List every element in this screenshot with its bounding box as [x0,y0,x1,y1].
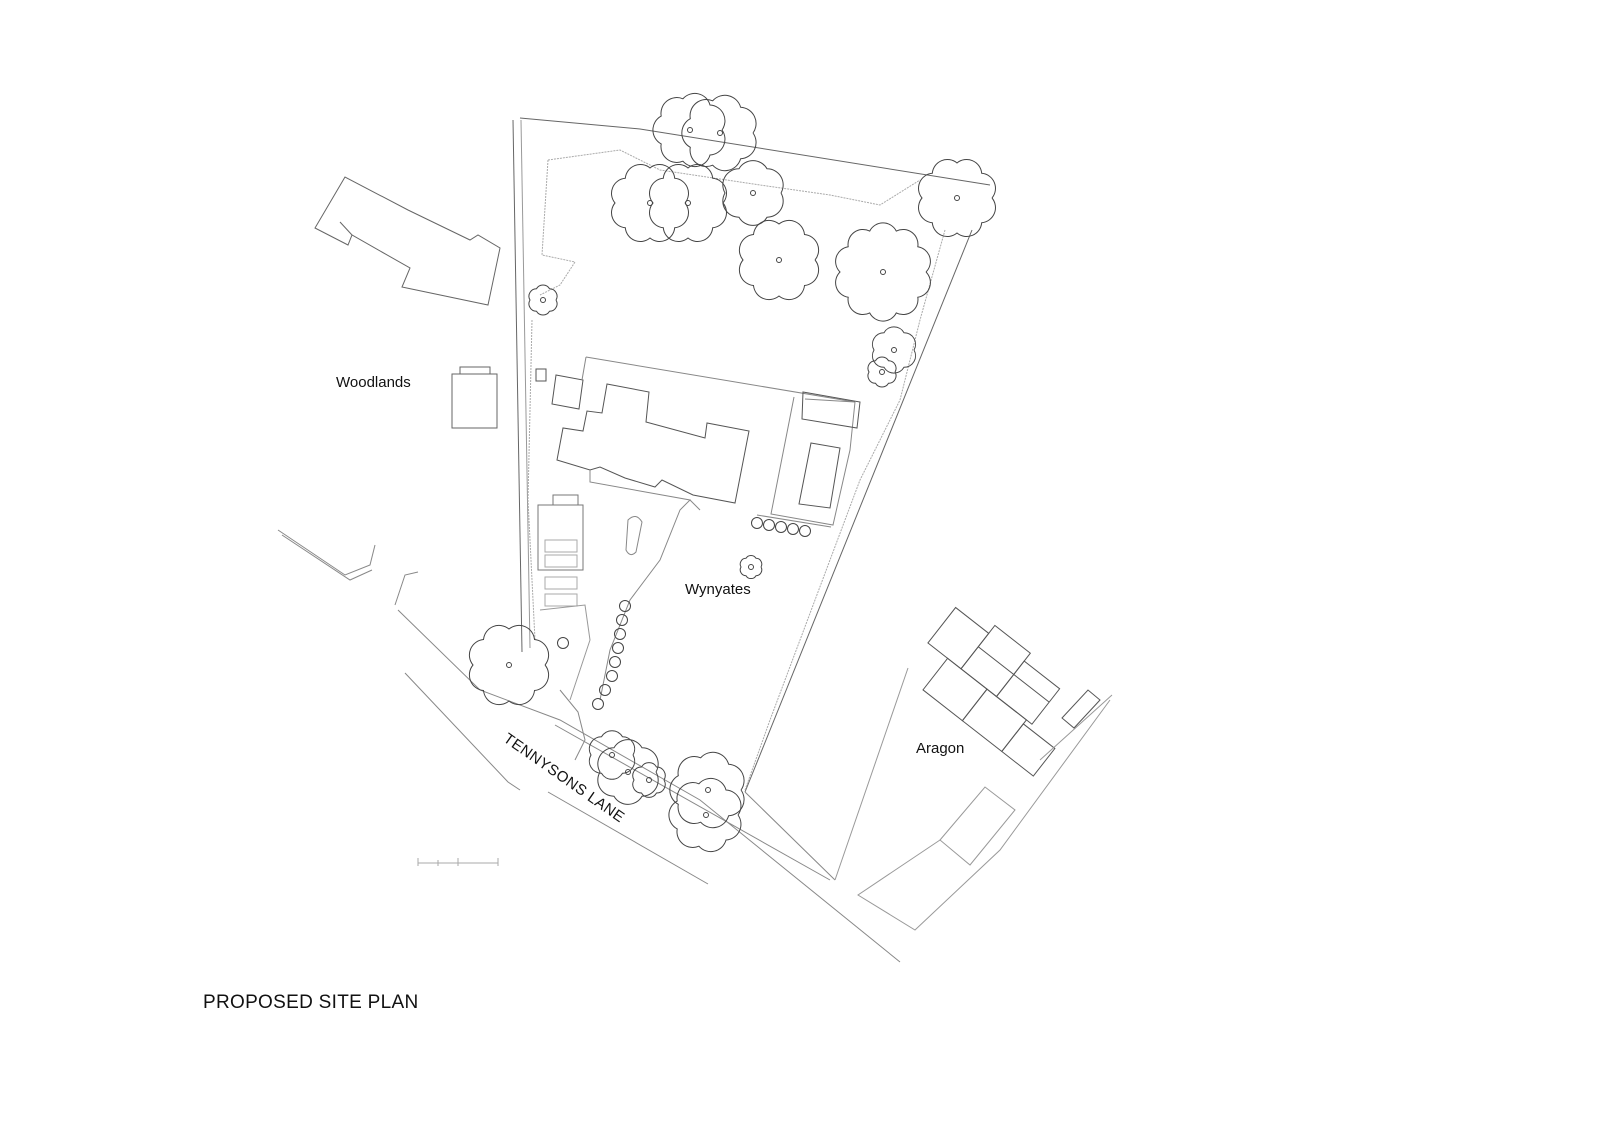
tree-trunk-mark [685,200,691,206]
tree-icon [871,326,917,374]
shrub-icon [763,519,775,531]
tree-trunk-mark [717,130,723,136]
shrub-icon [599,684,611,696]
trees [468,92,996,853]
tree-trunk-mark [646,777,652,783]
tree-icon [649,164,727,242]
shrub-icon [592,698,604,710]
scale-bar [417,858,499,866]
tree-trunk-mark [750,190,756,196]
shrub-icon [612,642,624,654]
tree-icon [652,92,726,168]
shrub-icon [614,628,626,640]
shrub-icon [751,517,763,529]
shrub-icon [606,670,618,682]
tree-icon [668,777,742,853]
tree-icon [632,762,666,798]
label-wynyates: Wynyates [685,581,751,598]
tree-icon [597,739,659,805]
tree-icon [588,730,636,780]
tree-icon [738,219,820,301]
tree-icon [669,751,745,829]
shrub-icon [616,614,628,626]
tree-trunk-mark [880,269,886,275]
tree-trunk-mark [748,564,754,570]
tree-trunk-mark [687,127,693,133]
tree-trunk-mark [703,812,709,818]
tennysons-lane-road [277,529,901,963]
tree-icon [722,160,784,226]
shrub-icon [609,656,621,668]
tree-trunk-mark [625,769,631,775]
shrub-icon [775,521,787,533]
tree-trunk-mark [891,347,897,353]
parking-area [537,494,591,701]
wynyates-house [535,356,861,701]
tree-icon [468,624,550,706]
tree-icon [611,164,689,242]
shrub-icon [799,525,811,537]
site-boundary [512,117,991,793]
tree-trunk-mark [705,787,711,793]
tree-trunk-mark [540,297,546,303]
tree-trunk-mark [879,369,885,375]
tree-trunk-mark [776,257,782,263]
shrub-icon [787,523,799,535]
woodlands-house [314,176,501,429]
tree-icon [835,222,931,322]
tree-trunk-mark [954,195,960,201]
label-aragon: Aragon [916,740,965,757]
shrub-icon [619,600,631,612]
tree-icon [918,159,996,237]
shrub-icon [557,637,569,649]
tree-icon [867,356,897,388]
tree-icon [681,94,757,172]
tree-icon [528,284,558,316]
tree-trunk-mark [609,752,615,758]
tree-trunk-mark [506,662,512,668]
label-woodlands: Woodlands [336,374,411,391]
tree-icon [739,555,763,579]
drawing-title: PROPOSED SITE PLAN [203,992,419,1013]
aragon-house [922,606,1061,777]
